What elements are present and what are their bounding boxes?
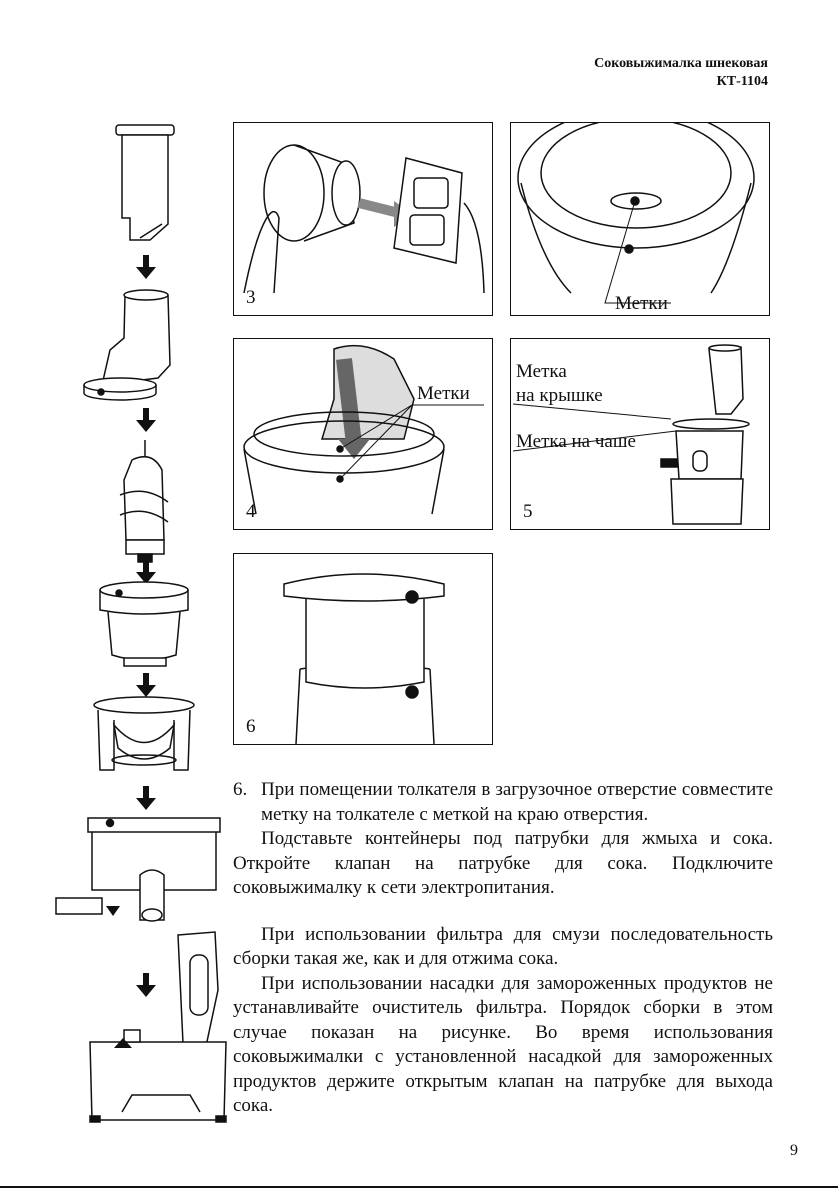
figure-5-number: 5 xyxy=(523,501,533,523)
figure-4-number: 4 xyxy=(246,501,256,523)
figure-5-callout-line1: Метка xyxy=(516,361,567,383)
step-6-text: При помещении толкателя в загрузочное от… xyxy=(261,779,773,825)
figure-5-callout-line2: на крышке xyxy=(516,385,603,407)
figure-3: 3 xyxy=(233,122,493,316)
figure-bowl-marks-illustration xyxy=(511,123,769,315)
header-model: КТ-1104 xyxy=(594,73,768,91)
arrow-down-icon xyxy=(136,560,156,584)
figure-5: Метка на крышке Метка на чаше 5 xyxy=(510,338,770,530)
filter-cleaner-drawing xyxy=(94,697,194,770)
step-6-paragraph: 6.При помещении толкателя в загрузочное … xyxy=(233,778,773,827)
base-drawing xyxy=(90,932,226,1122)
pusher-drawing xyxy=(116,125,174,240)
step-number: 6. xyxy=(233,778,261,803)
page-number: 9 xyxy=(790,1142,798,1160)
figure-bowl-marks: Метки xyxy=(510,122,770,316)
arrow-down-icon xyxy=(136,673,156,697)
paragraph-smoothie: При использовании фильтра для смузи посл… xyxy=(233,923,773,972)
page-header: Соковыжималка шнековая КТ-1104 xyxy=(594,55,768,91)
figure-4-callout: Метки xyxy=(417,383,470,405)
header-product-name: Соковыжималка шнековая xyxy=(594,55,768,73)
figure-6-illustration xyxy=(234,554,492,744)
figure-4: Метки 4 xyxy=(233,338,493,530)
assembly-sequence-illustration xyxy=(40,120,260,1130)
figure-6: 6 xyxy=(233,553,493,745)
bowl-drawing xyxy=(56,818,220,921)
instructions-text: 6.При помещении толкателя в загрузочное … xyxy=(233,778,773,1119)
figure-6-number: 6 xyxy=(246,716,256,738)
paragraph-frozen: При использовании насадки для замороженн… xyxy=(233,972,773,1119)
auger-drawing xyxy=(120,440,168,562)
figure-bowl-marks-callout: Метки xyxy=(615,293,668,315)
arrow-down-icon xyxy=(136,973,156,997)
figure-5-callout-bowl: Метка на чаше xyxy=(516,431,636,453)
figure-4-illustration xyxy=(234,339,492,529)
arrow-down-icon xyxy=(136,255,156,279)
lid-drawing xyxy=(84,290,170,400)
filter-drawing xyxy=(100,582,188,666)
arrow-down-icon xyxy=(136,786,156,810)
arrow-down-icon xyxy=(136,408,156,432)
figure-3-illustration xyxy=(234,123,492,315)
figure-3-number: 3 xyxy=(246,287,256,309)
paragraph-containers: Подставьте контейнеры под патрубки для ж… xyxy=(233,827,773,901)
